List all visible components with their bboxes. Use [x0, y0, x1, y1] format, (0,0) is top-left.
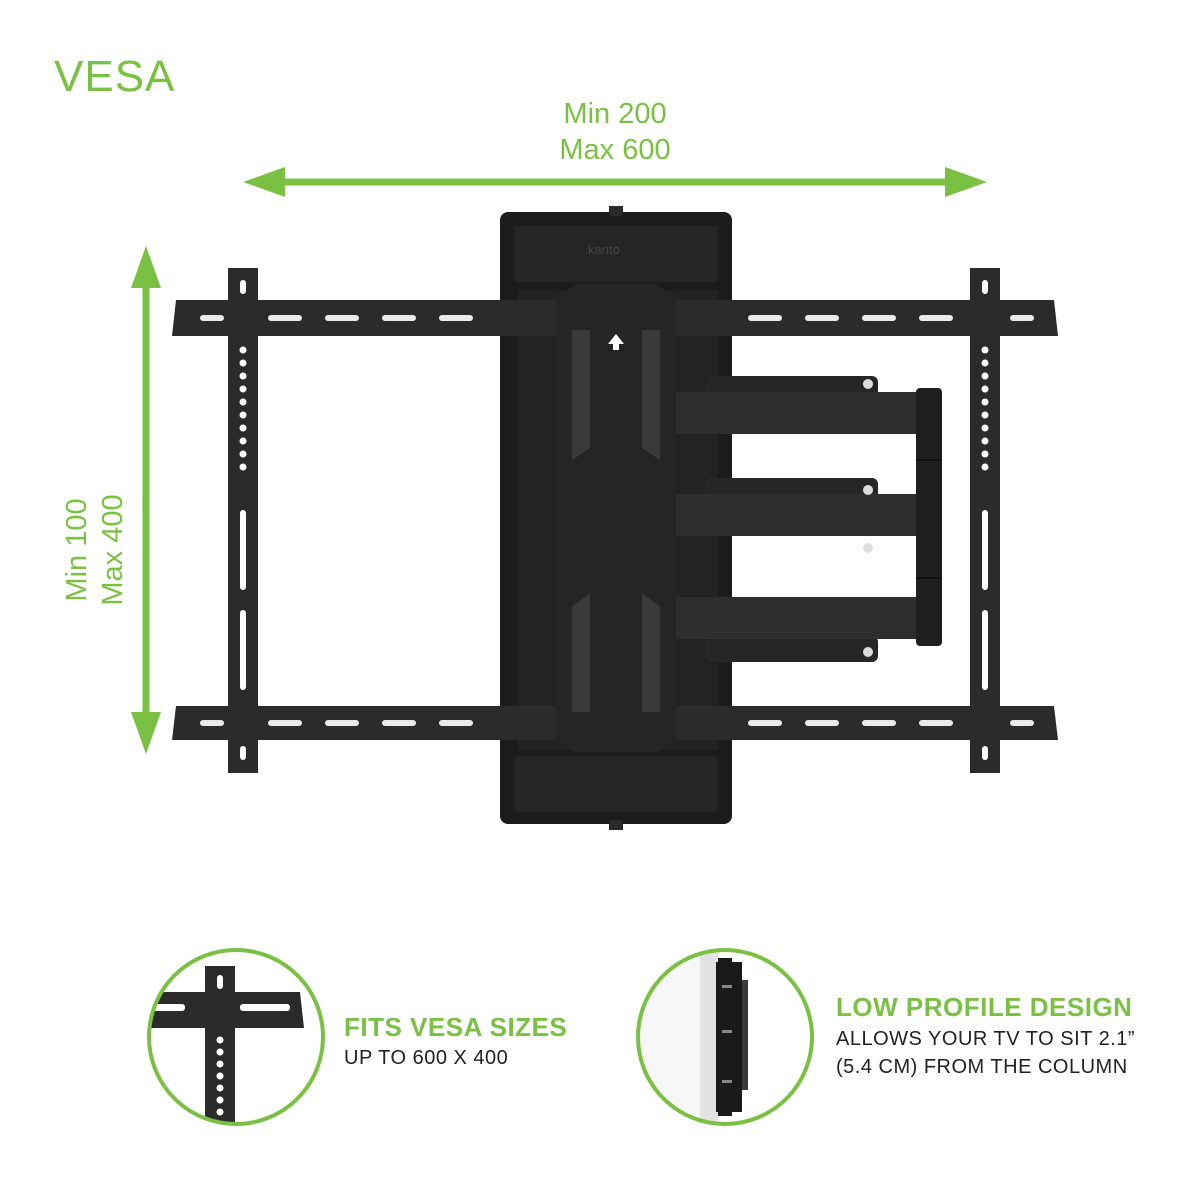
feature-low-profile-circle — [636, 948, 814, 1126]
horizontal-max: Max 600 — [559, 134, 671, 166]
feature-low-profile-title: LOW PROFILE DESIGN — [836, 992, 1133, 1022]
feature-low-profile-line2: (5.4 CM) FROM THE COLUMN — [836, 1056, 1128, 1078]
vesa-heading: VESA — [54, 52, 176, 101]
feature-vesa-subtitle: UP TO 600 X 400 — [344, 1047, 509, 1069]
feature-low-profile-subtitle: ALLOWS YOUR TV TO SIT 2.1” (5.4 CM) FROM… — [836, 1025, 1176, 1081]
horizontal-min: Min 200 — [563, 98, 667, 130]
feature-vesa-title: FITS VESA SIZES — [344, 1012, 568, 1042]
articulating-arms — [676, 376, 942, 662]
vertical-arrow — [131, 246, 161, 754]
feature-low-profile-line1: ALLOWS YOUR TV TO SIT 2.1” — [836, 1028, 1136, 1050]
feature-vesa-circle — [147, 948, 325, 1126]
left-tv-bracket — [228, 268, 258, 773]
tv-adapter-plate — [556, 284, 676, 752]
right-tv-bracket — [970, 268, 1000, 773]
brand-logo: kanto — [588, 242, 620, 257]
horizontal-range-label: Min 200 Max 600 — [515, 96, 715, 168]
horizontal-arrow — [243, 167, 987, 197]
